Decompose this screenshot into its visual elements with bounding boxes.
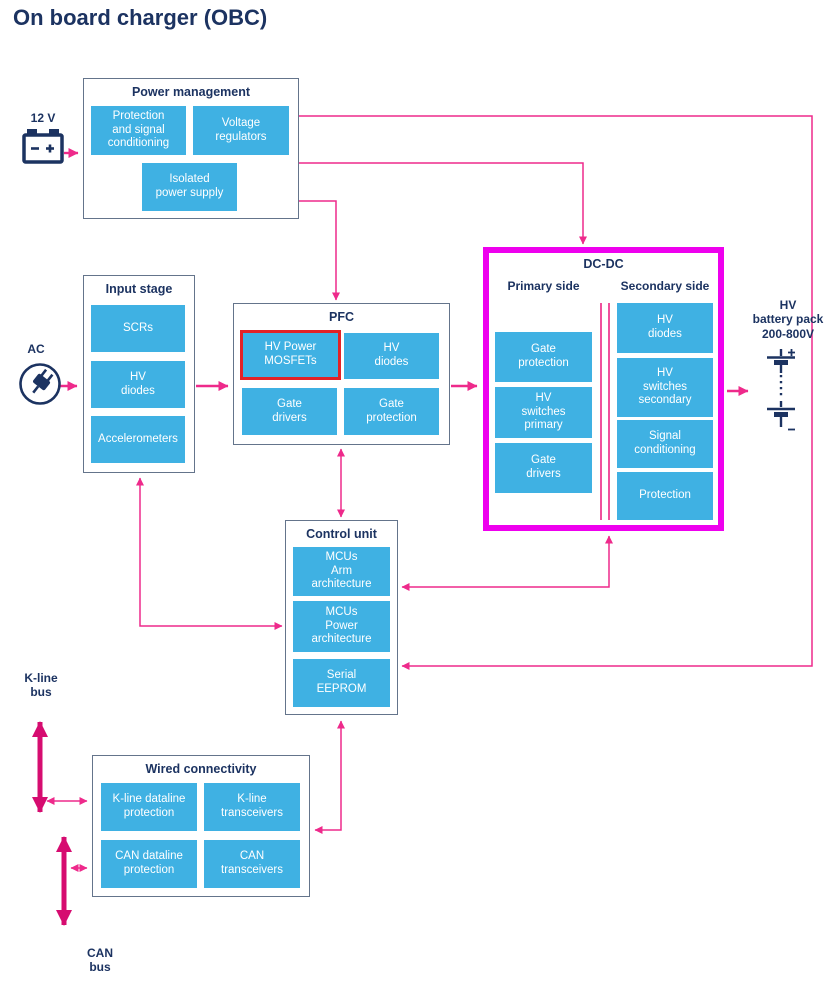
- cell-hv-power-mosfets[interactable]: HV Power MOSFETs: [240, 330, 341, 380]
- hv-battery-label: HV battery pack 200-800V: [752, 298, 824, 341]
- cell-hv-diodes-input[interactable]: HV diodes: [91, 361, 185, 408]
- cell-kline-transceivers[interactable]: K-line transceivers: [204, 783, 300, 831]
- cell-isolated-power-supply[interactable]: Isolated power supply: [142, 163, 237, 211]
- block-input-stage: Input stage SCRs HV diodes Accelerometer…: [83, 275, 195, 473]
- dcdc-secondary-side-label: Secondary side: [620, 279, 710, 293]
- cell-voltage-regulators[interactable]: Voltage regulators: [193, 106, 289, 155]
- wire-inputstage-controlunit: [136, 477, 283, 630]
- cell-mcus-arm-architecture[interactable]: MCUs Arm architecture: [293, 547, 390, 596]
- block-title-input-stage: Input stage: [105, 282, 173, 296]
- cell-gate-protection-pfc[interactable]: Gate protection: [344, 388, 439, 435]
- cell-mcus-power-architecture[interactable]: MCUs Power architecture: [293, 601, 390, 652]
- cell-gate-drivers-primary[interactable]: Gate drivers: [495, 443, 592, 493]
- battery-12v-label: 12 V: [30, 111, 56, 125]
- cell-signal-conditioning[interactable]: Signal conditioning: [617, 420, 713, 468]
- block-power-management: Power management Protection and signal c…: [83, 78, 299, 219]
- wire-dcdc-controlunit: [401, 535, 613, 591]
- isolation-barrier-line-left: [600, 303, 602, 520]
- cell-gate-drivers-pfc[interactable]: Gate drivers: [242, 388, 337, 435]
- wire-controlunit-wiredconnectivity: [314, 720, 345, 834]
- block-wired-connectivity: Wired connectivity K-line dataline prote…: [92, 755, 310, 897]
- block-control-unit: Control unit MCUs Arm architecture MCUs …: [285, 520, 398, 715]
- hv-battery-icon: [767, 349, 795, 431]
- block-title-power-management: Power management: [131, 85, 251, 99]
- page-title: On board charger (OBC): [13, 5, 268, 30]
- cell-kline-dataline-protection[interactable]: K-line dataline protection: [101, 783, 197, 831]
- block-title-dcdc: DC-DC: [583, 257, 624, 271]
- cell-serial-eeprom[interactable]: Serial EEPROM: [293, 659, 390, 707]
- cell-hv-diodes-pfc[interactable]: HV diodes: [344, 333, 439, 379]
- ac-plug-icon: [19, 363, 61, 405]
- ac-label: AC: [27, 342, 45, 356]
- block-pfc: PFC HV Power MOSFETs HV diodes Gate driv…: [233, 303, 450, 445]
- block-title-wired-connectivity: Wired connectivity: [145, 762, 257, 776]
- block-title-control-unit: Control unit: [306, 527, 377, 541]
- can-bus-label: CAN bus: [87, 946, 113, 975]
- cell-protection-signal-conditioning[interactable]: Protection and signal conditioning: [91, 106, 186, 155]
- cell-hv-switches-primary[interactable]: HV switches primary: [495, 387, 592, 438]
- cell-hv-diodes-secondary[interactable]: HV diodes: [617, 303, 713, 353]
- cell-can-transceivers[interactable]: CAN transceivers: [204, 840, 300, 888]
- cell-hv-switches-secondary[interactable]: HV switches secondary: [617, 358, 713, 417]
- block-title-pfc: PFC: [329, 310, 354, 324]
- cell-scrs[interactable]: SCRs: [91, 305, 185, 352]
- isolation-barrier-line-right: [608, 303, 610, 520]
- cell-can-dataline-protection[interactable]: CAN dataline protection: [101, 840, 197, 888]
- wire-powermgmt-to-pfc: [299, 200, 340, 301]
- block-dcdc: DC-DC Primary side Secondary side Gate p…: [483, 247, 724, 531]
- kline-bus-label: K-line bus: [24, 671, 58, 700]
- wire-powermgmt-to-dcdc: [299, 162, 587, 245]
- battery-12v-icon: [22, 129, 64, 164]
- cell-gate-protection-primary[interactable]: Gate protection: [495, 332, 592, 382]
- dcdc-primary-side-label: Primary side: [507, 279, 580, 293]
- cell-protection-secondary[interactable]: Protection: [617, 472, 713, 520]
- cell-accelerometers[interactable]: Accelerometers: [91, 416, 185, 463]
